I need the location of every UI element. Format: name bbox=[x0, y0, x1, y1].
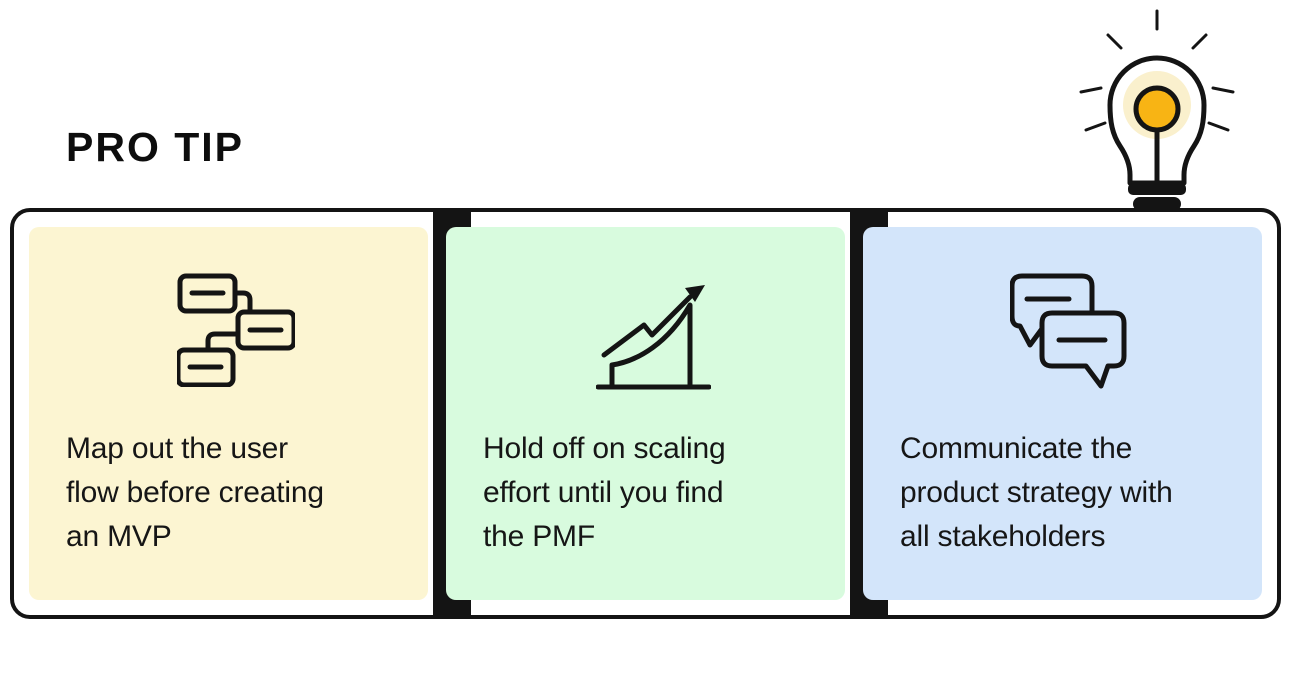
chat-bubbles-icon bbox=[900, 273, 1240, 405]
tip-text: Map out the user flow before creating an… bbox=[66, 432, 324, 553]
growth-chart-icon bbox=[483, 273, 823, 405]
lightbulb-rays bbox=[1079, 9, 1235, 132]
tip-card-communicate: Communicate the product strategy with al… bbox=[863, 227, 1262, 600]
page-title: PRO TIP bbox=[66, 124, 245, 170]
front-chat-bubble bbox=[1039, 310, 1127, 389]
tip-cards-row: Map out the user flow before creating an… bbox=[29, 227, 1262, 600]
lightbulb-icon bbox=[1077, 5, 1237, 215]
tips-frame: Map out the user flow before creating an… bbox=[10, 208, 1281, 619]
flowchart-icon bbox=[66, 273, 406, 405]
tip-card-user-flow: Map out the user flow before creating an… bbox=[29, 227, 428, 600]
bulb-base-bottom bbox=[1133, 197, 1181, 211]
bulb-base-top bbox=[1128, 183, 1186, 195]
bulb-core bbox=[1133, 85, 1181, 133]
tip-card-scaling: Hold off on scaling effort until you fin… bbox=[446, 227, 845, 600]
tip-text: Communicate the product strategy with al… bbox=[900, 432, 1173, 553]
tip-text: Hold off on scaling effort until you fin… bbox=[483, 432, 726, 553]
